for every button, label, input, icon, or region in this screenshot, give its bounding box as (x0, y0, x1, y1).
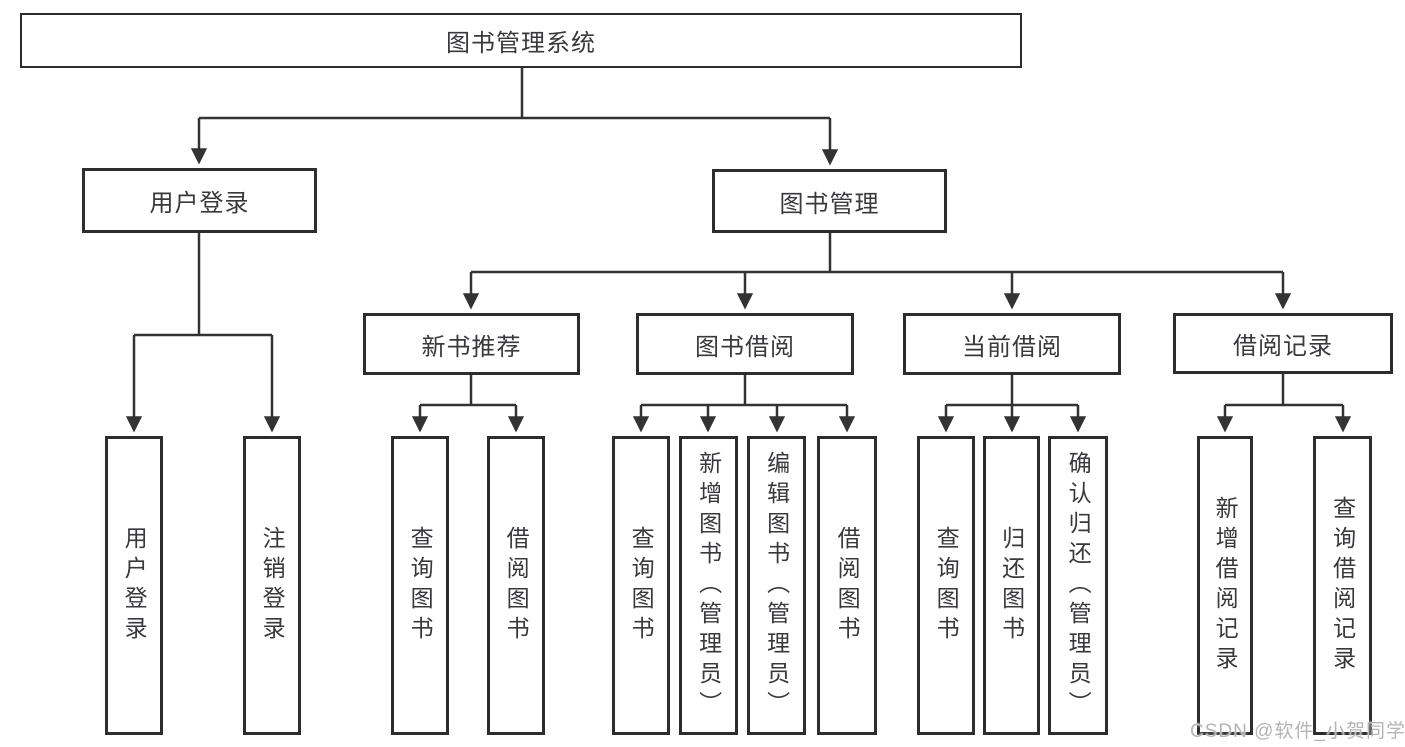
node-new-book-recommendation: 新书推荐 (363, 313, 580, 375)
leaf-confirm-return-admin: 确认归还（管理员） (1048, 436, 1108, 735)
node-book-borrowing: 图书借阅 (636, 313, 854, 375)
node-label: 查询图书 (628, 525, 655, 646)
node-label: 借阅图书 (503, 525, 530, 646)
node-label: 图书管理 (779, 190, 880, 218)
csdn-watermark: CSDN @软件_小贺同学 (1190, 721, 1405, 742)
node-label: 借阅图书 (834, 525, 861, 646)
leaf-query-borrow-record: 查询借阅记录 (1313, 436, 1372, 735)
node-label: 确认归还（管理员） (1065, 450, 1092, 721)
node-label: 图书管理系统 (446, 30, 596, 57)
node-label: 新增借阅记录 (1212, 495, 1239, 676)
node-label: 图书借阅 (695, 333, 795, 361)
node-user-login: 用户登录 (82, 168, 317, 233)
leaf-query-books-borrow: 查询图书 (612, 436, 670, 735)
node-label: 归还图书 (998, 525, 1025, 646)
node-book-management: 图书管理 (712, 169, 947, 233)
node-library-system: 图书管理系统 (20, 13, 1022, 68)
leaf-borrow-books-recommend: 借阅图书 (487, 436, 545, 735)
leaf-add-borrow-record: 新增借阅记录 (1197, 436, 1253, 735)
node-label: 新增图书（管理员） (695, 450, 722, 721)
leaf-edit-books-admin: 编辑图书（管理员） (747, 436, 806, 735)
leaf-query-books-current: 查询图书 (917, 436, 975, 735)
node-borrowing-records: 借阅记录 (1173, 313, 1393, 374)
node-label: 当前借阅 (962, 333, 1062, 361)
node-label: 编辑图书（管理员） (763, 450, 790, 721)
node-label: 注销登录 (259, 525, 286, 646)
node-current-borrowing: 当前借阅 (903, 313, 1121, 375)
leaf-borrow-books: 借阅图书 (817, 436, 877, 735)
leaf-user-login: 用户登录 (105, 436, 163, 735)
leaf-return-books: 归还图书 (983, 436, 1040, 735)
leaf-add-books-admin: 新增图书（管理员） (679, 436, 738, 735)
node-label: 新书推荐 (421, 333, 522, 361)
node-label: 查询图书 (407, 525, 434, 646)
node-label: 借阅记录 (1233, 333, 1333, 360)
node-label: 查询图书 (933, 525, 960, 646)
node-label: 查询借阅记录 (1329, 495, 1356, 676)
node-label: 用户登录 (149, 190, 250, 217)
leaf-logout: 注销登录 (243, 436, 301, 735)
leaf-query-books-recommend: 查询图书 (391, 436, 449, 735)
node-label: 用户登录 (121, 525, 148, 646)
